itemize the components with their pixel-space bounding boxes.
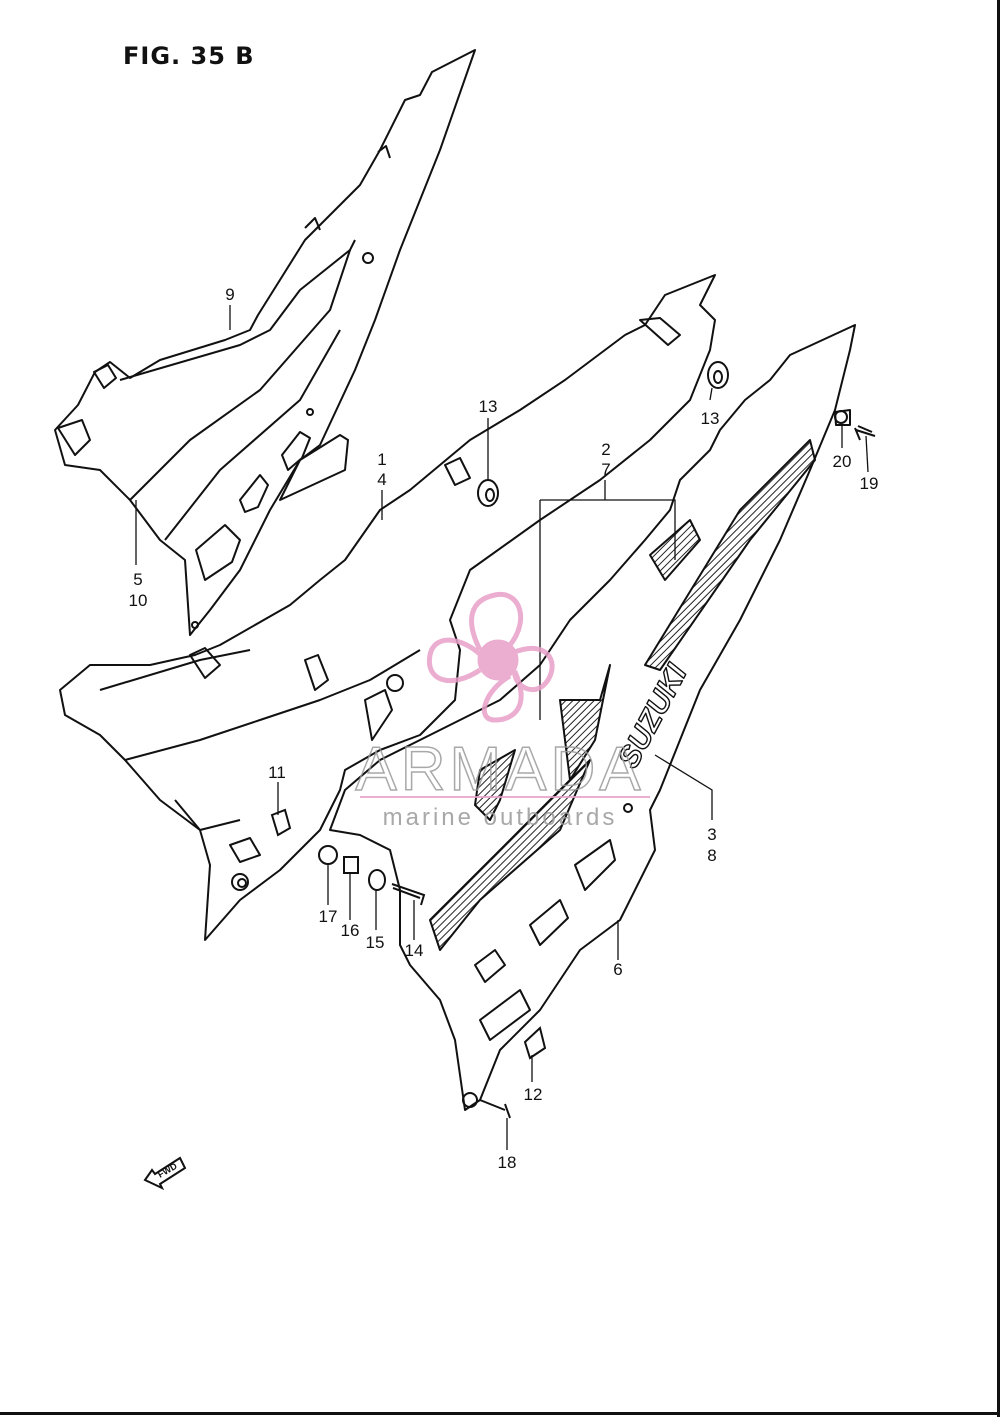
washer-15 [368,869,386,891]
clip-12 [523,1026,547,1060]
callout-2: 2 [601,440,610,459]
right-border [997,0,1000,1417]
watermark-tagline: marine outboards [383,804,618,831]
callout-12: 12 [524,1085,543,1104]
callout-20: 20 [833,452,852,471]
callout-4: 4 [377,470,386,489]
screw-18 [479,1099,511,1119]
callout-5: 5 [133,570,142,589]
callout-13-right: 13 [701,409,720,428]
nut-20 [834,410,848,424]
figure-title: FIG. 35 B [123,42,255,70]
collar-16 [343,856,359,874]
upper-rear-panel [54,49,476,636]
callout-19: 19 [860,474,879,493]
callout-labels: 9 5 10 1 4 13 13 2 7 3 8 6 20 19 11 17 1… [129,285,879,1172]
callout-6: 6 [613,960,622,979]
callout-9: 9 [225,285,234,304]
propeller-icon [426,592,555,723]
callout-15: 15 [366,933,385,952]
lower-side-panel: SUZUKI [329,324,856,1111]
hardware [270,361,876,1119]
callout-10: 10 [129,591,148,610]
callout-14: 14 [405,941,424,960]
callout-8: 8 [707,846,716,865]
callout-13-left: 13 [479,397,498,416]
callout-3: 3 [707,825,716,844]
grommet-13-right [707,361,729,389]
damper-17 [318,845,338,865]
bolt-19 [854,425,876,441]
callout-1: 1 [377,450,386,469]
callout-16: 16 [341,921,360,940]
clip-11 [270,808,292,837]
main-side-cover [59,274,716,941]
forward-arrow: FWD [143,1156,187,1191]
callout-7: 7 [601,460,610,479]
callout-11: 11 [268,763,286,782]
grommet-13-left [477,479,499,507]
watermark: ARMADA marine outboards [355,592,650,831]
leader-lines [135,305,869,1150]
watermark-brand: ARMADA [355,735,644,804]
bolt-14 [391,883,426,906]
callout-17: 17 [319,907,338,926]
bottom-border [0,1412,1000,1415]
callout-18: 18 [498,1153,517,1172]
